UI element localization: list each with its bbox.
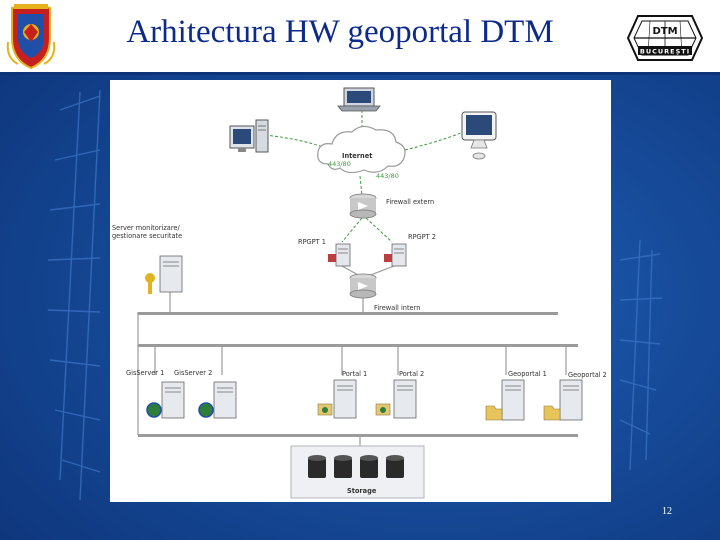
header-divider (0, 72, 720, 75)
dtm-logo-top-text: DTM (652, 26, 677, 37)
firewall-intern-label: Firewall intern (374, 304, 420, 312)
network-diagram: Internet 443/80 443/80 Firewall extern R… (112, 87, 607, 499)
rpgpt2-icon (384, 243, 407, 267)
storage-icon (290, 445, 425, 499)
firewall-intern-icon (349, 273, 377, 299)
portal1-icon (317, 379, 357, 419)
port-label-right: 443/80 (376, 172, 399, 180)
crest-logo (6, 4, 56, 70)
portal2-icon (375, 379, 417, 419)
cloud-icon (317, 125, 406, 174)
portal1-label: Portal 1 (342, 370, 367, 378)
rpgpt1-label: RPGPT 1 (298, 238, 326, 246)
server-monitorizare-label: Server monitorizare/ gestionare securita… (112, 224, 182, 240)
dtm-logo: DTM BUCUREȘTI (626, 15, 704, 61)
geoportal1-label: Geoportal 1 (508, 370, 547, 378)
gisserver1-icon (146, 381, 185, 419)
gisserver2-label: GisServer 2 (174, 369, 212, 377)
rpgpt1-icon (328, 243, 351, 267)
dtm-logo-bottom-text: BUCUREȘTI (640, 48, 690, 56)
link-firewall-rpgpt1 (341, 217, 363, 243)
link-internet-firewall (359, 175, 363, 197)
wired-connections (137, 265, 567, 446)
rpgpt2-label: RPGPT 2 (408, 233, 436, 241)
slide-title: Arhitectura HW geoportal DTM (126, 14, 554, 50)
desktop-icon (229, 119, 269, 153)
geoportal2-label: Geoportal 2 (568, 371, 607, 379)
diagram-panel: Internet 443/80 443/80 Firewall extern R… (110, 80, 611, 502)
monitoring-server-icon (145, 255, 183, 294)
laptop-icon (337, 87, 381, 112)
geoportal2-icon (543, 379, 583, 421)
page-number: 12 (662, 506, 672, 517)
portal2-label: Portal 2 (399, 370, 424, 378)
network-bus-middle (138, 344, 578, 347)
firewall-extern-label: Firewall extern (386, 198, 434, 206)
port-label-left: 443/80 (328, 160, 351, 168)
network-bus-bottom (138, 434, 578, 437)
internet-label: Internet (342, 152, 372, 160)
link-firewall-rpgpt2 (365, 217, 393, 243)
gisserver1-label: GisServer 1 (126, 369, 164, 377)
mac-icon (461, 111, 497, 160)
header-bar (0, 0, 720, 72)
storage-label: Storage (347, 487, 377, 495)
firewall-extern-icon (349, 193, 377, 219)
link-mac-internet (404, 129, 469, 151)
geoportal1-icon (485, 379, 525, 421)
network-bus-top (138, 312, 558, 315)
gisserver2-icon (198, 381, 237, 419)
